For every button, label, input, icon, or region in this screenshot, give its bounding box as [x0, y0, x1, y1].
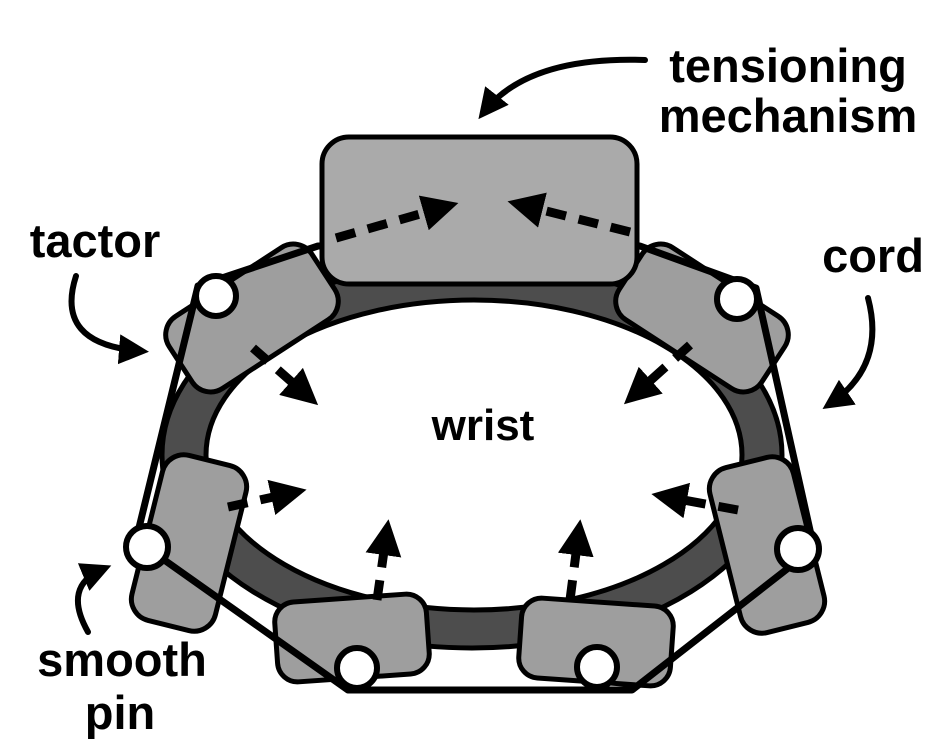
cord-annotation-arrow [822, 295, 876, 410]
pressure-arrow-bottom-right [557, 519, 594, 601]
smooth-pin-upper-left [193, 273, 239, 319]
smooth-pin-label-line1: smooth [37, 633, 207, 686]
wrist-label: wrist [431, 401, 535, 450]
labels: tensioning mechanism tactor cord wrist s… [30, 39, 924, 739]
tactor-annotation-arrow [68, 273, 149, 365]
tactors [128, 241, 828, 689]
smooth-pin-annotation-arrow [74, 563, 112, 635]
pressure-arrows [227, 192, 739, 601]
tensioning-annotation-arrow [478, 56, 648, 120]
tensioning-label-line1: tensioning [669, 39, 907, 92]
cord-label: cord [822, 229, 924, 282]
pressure-arrow-upper-left [250, 344, 319, 406]
smooth-pin-left [123, 523, 171, 571]
smooth-pin-label-line2: pin [85, 686, 155, 739]
annotation-arrows [68, 56, 876, 635]
pressure-arrow-mechanism-left [334, 195, 459, 243]
pressure-arrow-upper-right [623, 341, 694, 405]
tactor-label: tactor [30, 214, 161, 267]
smooth-pin-bottom-left [334, 645, 380, 691]
pressure-arrow-left [227, 479, 307, 516]
tensioning-label-line2: mechanism [659, 89, 918, 142]
smooth-pins [123, 273, 822, 691]
smooth-pin-right [774, 525, 822, 573]
tensioning-mechanism-body [319, 134, 640, 287]
pressure-arrow-mechanism-right [507, 192, 632, 237]
cord-path [132, 242, 818, 694]
pressure-arrow-right [651, 482, 739, 519]
wrist-band-inner [203, 297, 745, 613]
smooth-pin-bottom-right [574, 644, 620, 690]
smooth-pin-upper-right [714, 276, 760, 322]
wrist-band [159, 259, 785, 651]
pressure-arrow-bottom-left [365, 519, 402, 601]
